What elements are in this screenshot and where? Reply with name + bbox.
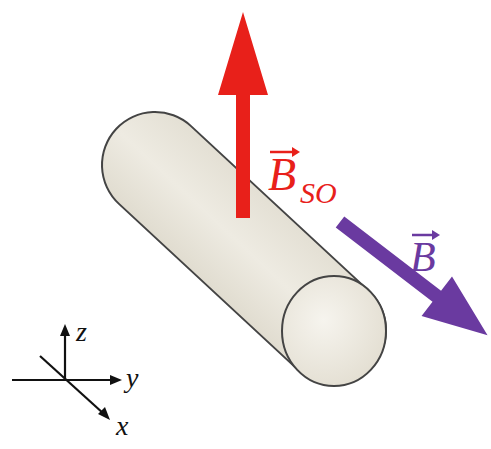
field-symbol: B [268,152,296,198]
wire-end-cap [282,276,386,386]
field-symbol: B [410,236,436,278]
field-arrow [325,202,491,355]
axis-label: y [126,364,138,392]
spin-orbit-field-arrow [218,12,268,218]
axis-label: z [76,318,87,346]
coordinate-axes [12,324,122,420]
subscript: SO [300,178,337,208]
axis-label: x [116,412,128,440]
